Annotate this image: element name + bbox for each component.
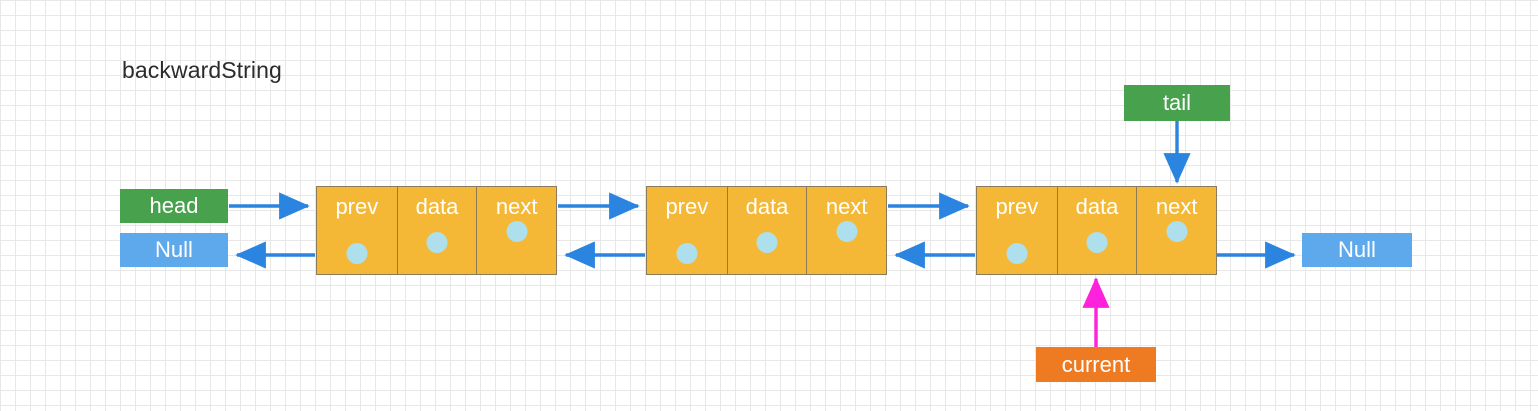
node-2-cell-data[interactable]: data [726, 187, 807, 274]
node-3-data-label: data [1075, 194, 1119, 219]
node-1-data-pointer-dot [426, 232, 448, 253]
node-3-cell-next[interactable]: next [1136, 187, 1217, 274]
node-1-next-label: next [495, 194, 538, 219]
node-1-prev-label: prev [335, 194, 379, 219]
list-node-3[interactable]: prev data next [976, 186, 1217, 275]
node-1-cell-prev[interactable]: prev [317, 187, 397, 274]
node-1-cell-next[interactable]: next [476, 187, 557, 274]
node-3-cell-data[interactable]: data [1056, 187, 1137, 274]
head-pointer-label[interactable]: head [120, 189, 228, 223]
node-2-data-pointer-dot [756, 232, 778, 253]
node-2-prev-pointer-dot [676, 243, 698, 264]
null-left-label[interactable]: Null [120, 233, 228, 267]
node-1-prev-pointer-dot [346, 243, 368, 264]
node-2-data-label: data [745, 194, 789, 219]
node-3-next-pointer-dot [1166, 221, 1188, 242]
node-2-next-label: next [825, 194, 868, 219]
node-3-data-pointer-dot [1086, 232, 1108, 253]
node-1-data-label: data [415, 194, 459, 219]
node-1-next-pointer-dot [506, 221, 528, 242]
node-3-prev-label: prev [995, 194, 1039, 219]
node-2-prev-label: prev [665, 194, 709, 219]
node-3-cell-prev[interactable]: prev [977, 187, 1057, 274]
list-node-1[interactable]: prev data next [316, 186, 557, 275]
list-node-2[interactable]: prev data next [646, 186, 887, 275]
node-2-next-pointer-dot [836, 221, 858, 242]
tail-pointer-label[interactable]: tail [1124, 85, 1230, 121]
page-title: backwardString [122, 57, 282, 83]
node-1-cell-data[interactable]: data [396, 187, 477, 274]
node-2-cell-next[interactable]: next [806, 187, 887, 274]
node-3-next-label: next [1155, 194, 1198, 219]
node-3-prev-pointer-dot [1006, 243, 1028, 264]
current-pointer-label[interactable]: current [1036, 347, 1156, 382]
null-right-label[interactable]: Null [1302, 233, 1412, 267]
node-2-cell-prev[interactable]: prev [647, 187, 727, 274]
